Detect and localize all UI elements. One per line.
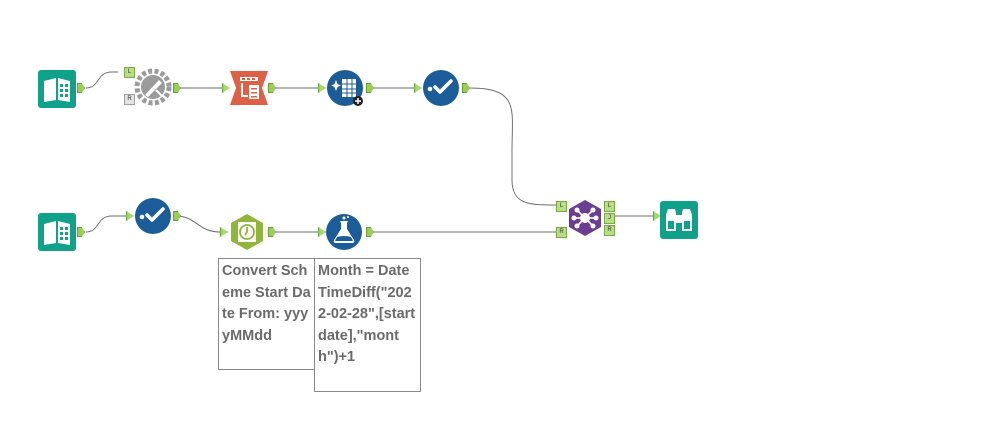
input-data-book-icon	[38, 70, 76, 108]
output-anchor[interactable]	[366, 227, 374, 237]
join-tool[interactable]	[134, 68, 172, 106]
output-anchor[interactable]	[268, 227, 276, 237]
join-multiple-tool[interactable]	[566, 199, 604, 237]
checkmark-circle-icon	[423, 70, 459, 106]
wire-check-to-unionjoin	[469, 87, 557, 206]
input-data-book-icon	[38, 213, 76, 251]
wire-input1-to-join	[85, 71, 118, 89]
join-gear-icon	[134, 68, 172, 106]
left-input-label[interactable]: L	[556, 201, 567, 212]
datetime-clock-icon	[231, 214, 263, 250]
join-output-label[interactable]: J	[604, 213, 615, 224]
browse-binoculars-icon	[660, 201, 698, 239]
select-columns-icon	[230, 71, 268, 105]
left-output-label[interactable]: L	[604, 201, 615, 212]
formula-flask-icon	[326, 214, 362, 250]
wire-input2-to-check2	[85, 215, 128, 233]
right-output-label[interactable]: R	[604, 225, 615, 236]
select-check-tool[interactable]	[422, 69, 460, 107]
wire-check2-to-datetime	[175, 215, 221, 233]
join-network-icon	[569, 200, 601, 236]
datetime-tool[interactable]	[228, 213, 266, 251]
select-check-tool[interactable]	[134, 197, 172, 235]
right-input-label[interactable]: R	[124, 94, 135, 105]
input-data-tool[interactable]	[38, 70, 76, 108]
output-anchor[interactable]	[366, 83, 374, 93]
checkmark-circle-icon	[135, 198, 171, 234]
summarize-tool[interactable]	[326, 69, 364, 107]
left-input-label[interactable]: L	[124, 67, 135, 78]
browse-tool[interactable]	[660, 201, 698, 239]
summarize-sparkle-icon	[327, 70, 363, 106]
datetime-annotation: Convert Scheme Start Date From: yyyyMMdd	[218, 258, 315, 370]
output-anchor[interactable]	[462, 83, 470, 93]
output-anchor[interactable]	[77, 227, 85, 237]
output-anchor[interactable]	[268, 83, 276, 93]
formula-tool[interactable]	[325, 213, 363, 251]
output-anchor[interactable]	[77, 83, 85, 93]
formula-annotation: Month = DateTimeDiff("2022-02-28",[start…	[314, 258, 421, 392]
output-anchor[interactable]	[173, 83, 181, 93]
input-data-tool[interactable]	[38, 213, 76, 251]
output-anchor[interactable]	[173, 211, 181, 221]
select-tool[interactable]	[230, 69, 268, 107]
right-input-label[interactable]: R	[556, 227, 567, 238]
